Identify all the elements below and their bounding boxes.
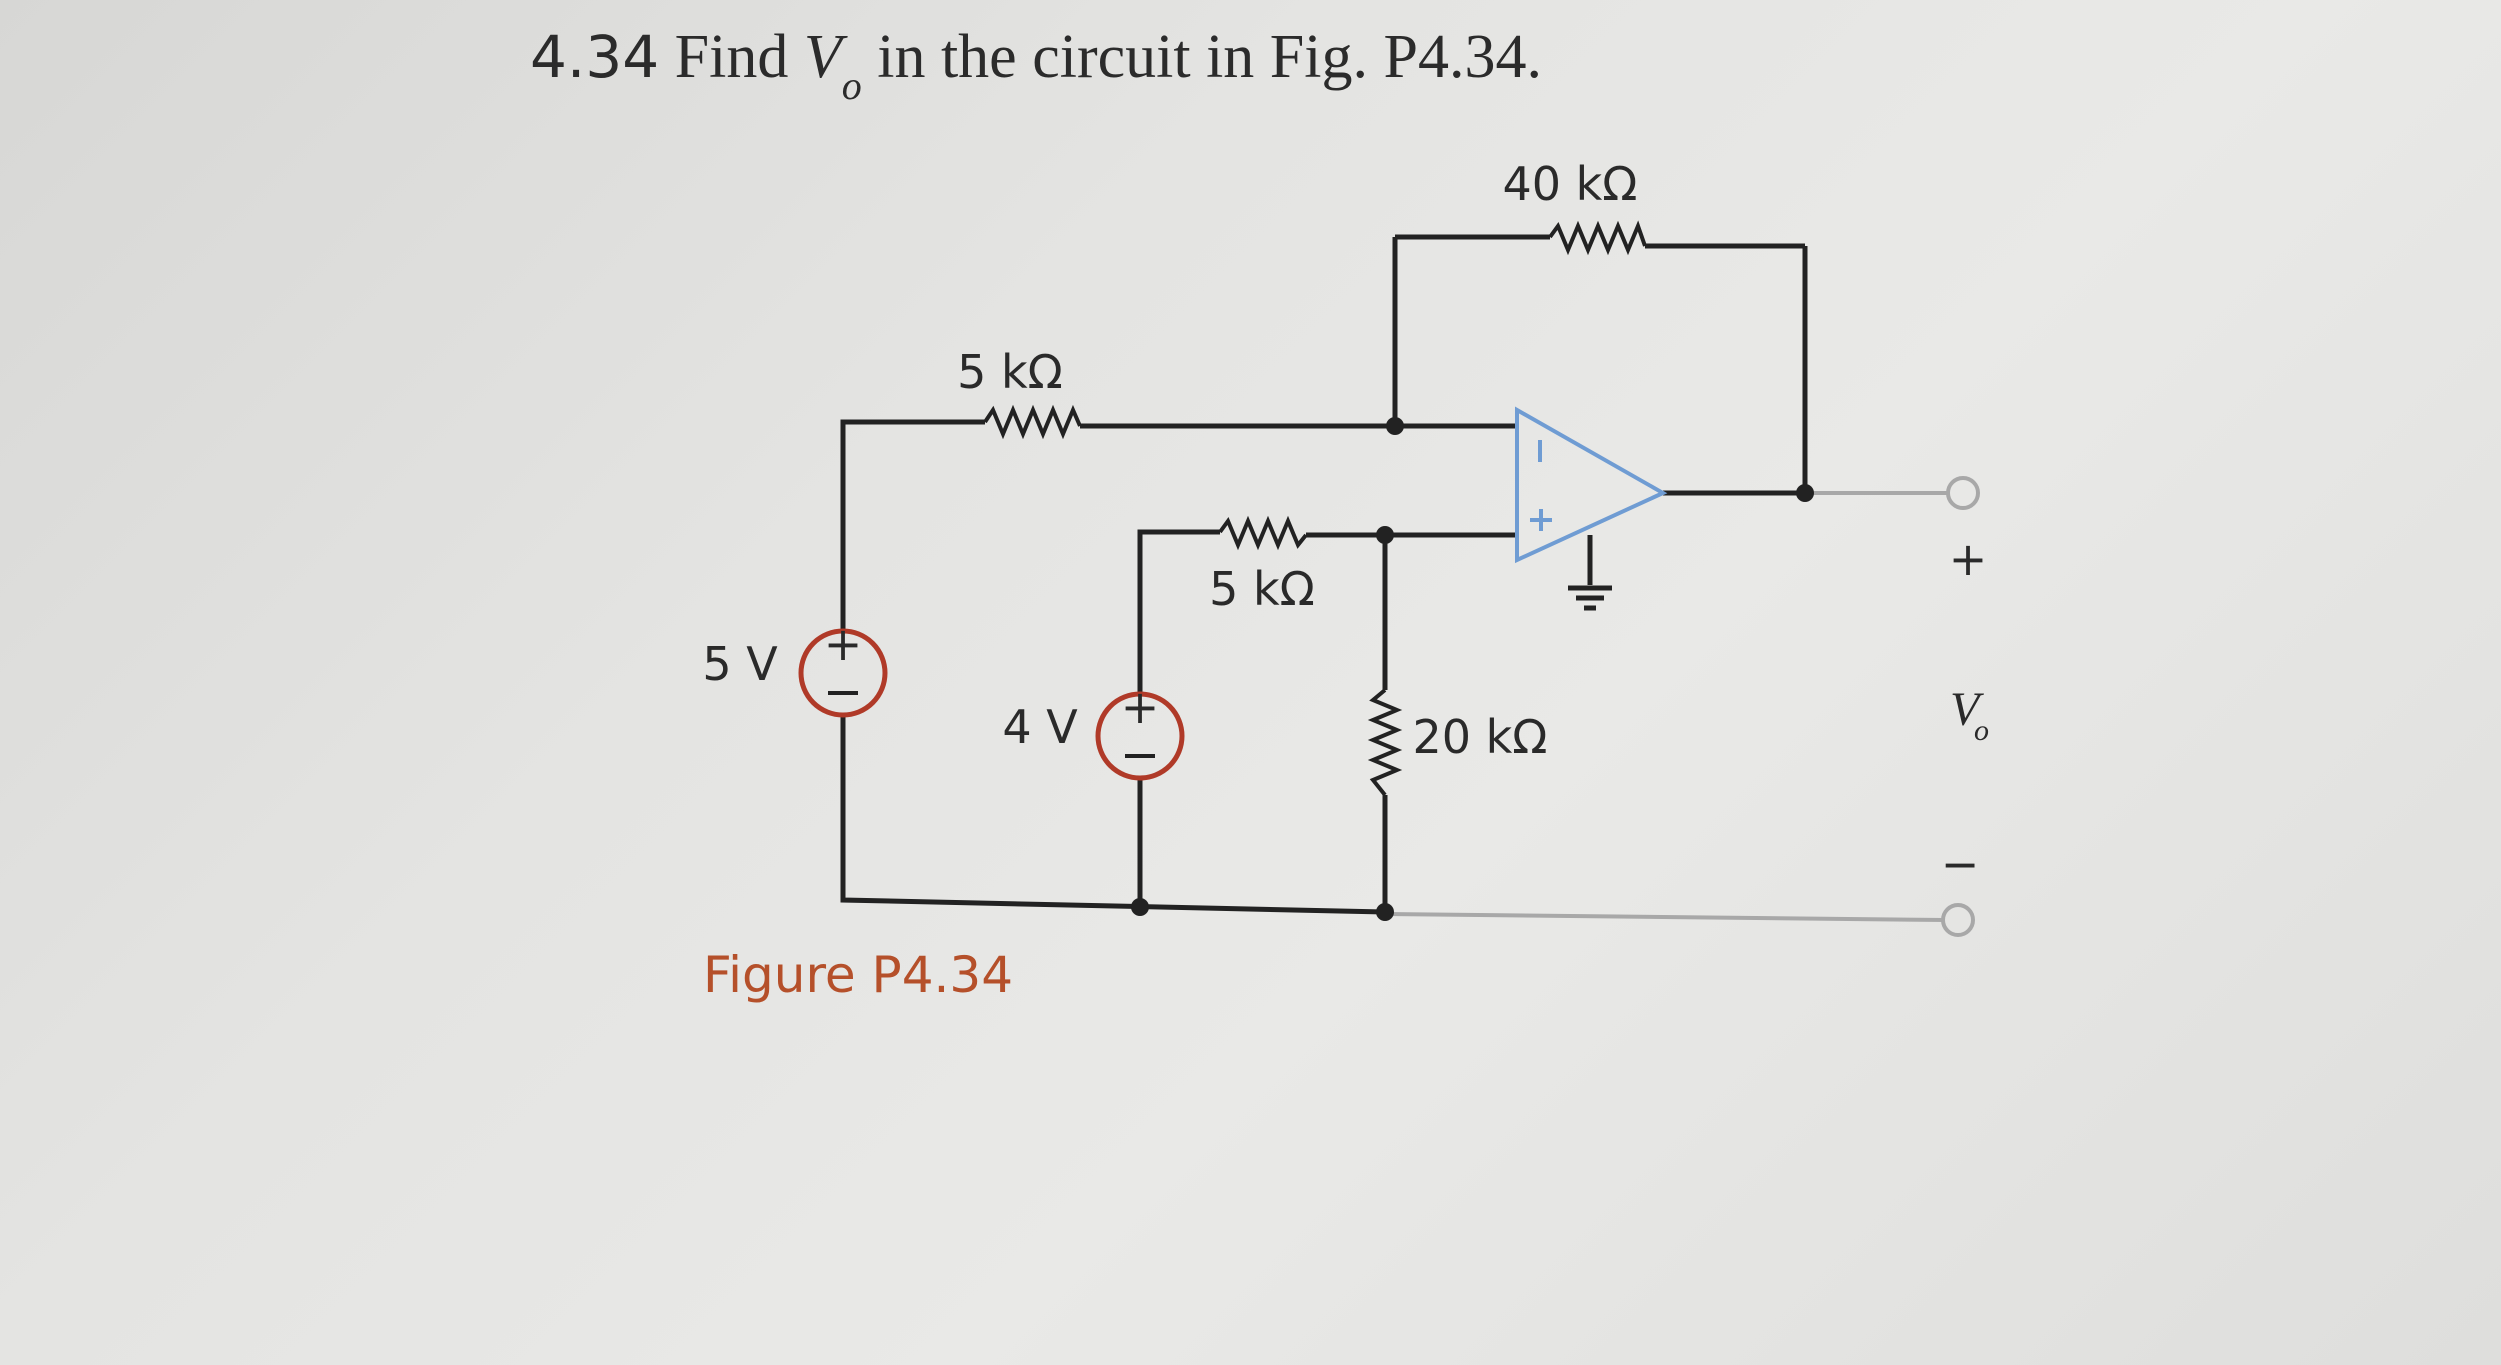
- problem-variable: V: [803, 23, 842, 91]
- output-terminal-minus: [1941, 903, 1975, 937]
- label-r-top-left: 5 kΩ: [957, 345, 1063, 399]
- resistor-shunt: [1367, 688, 1403, 797]
- label-r-mid: 5 kΩ: [1209, 562, 1315, 616]
- label-out-plus: +: [1949, 532, 1988, 586]
- voltage-source-5v: +: [798, 617, 888, 718]
- label-r-feedback: 40 kΩ: [1503, 157, 1638, 211]
- source-5v-plus: +: [824, 617, 863, 671]
- source-4v-plus: +: [1121, 680, 1160, 734]
- label-src-5v: 5 V: [702, 637, 778, 691]
- output-terminal-wires: [1384, 476, 1980, 937]
- figure-caption: Figure P4.34: [703, 946, 1013, 1004]
- junction-dots: [1131, 417, 1814, 921]
- label-out-sub: o: [1974, 714, 1989, 747]
- ground-icon: [1568, 585, 1612, 611]
- resistor-mid: [1218, 515, 1308, 551]
- label-r-shunt: 20 kΩ: [1413, 710, 1548, 764]
- output-terminal-plus: [1946, 476, 1980, 510]
- problem-text-after: in the circuit in Fig. P4.34.: [877, 23, 1542, 91]
- circuit-wires: [840, 234, 1808, 915]
- problem-statement: 4.34 Find Vo in the circuit in Fig. P4.3…: [530, 22, 1542, 108]
- resistor-top-left: [983, 404, 1082, 440]
- label-out-minus: −: [1941, 837, 1980, 891]
- problem-number: 4.34: [530, 23, 660, 91]
- label-out-var: V: [1950, 683, 1984, 736]
- problem-variable-sub: o: [841, 63, 862, 108]
- problem-text-before: Find: [674, 23, 789, 91]
- label-src-4v: 4 V: [1002, 700, 1078, 754]
- resistor-feedback: [1548, 220, 1647, 256]
- voltage-source-4v: +: [1095, 680, 1185, 781]
- op-amp: [1515, 406, 1668, 564]
